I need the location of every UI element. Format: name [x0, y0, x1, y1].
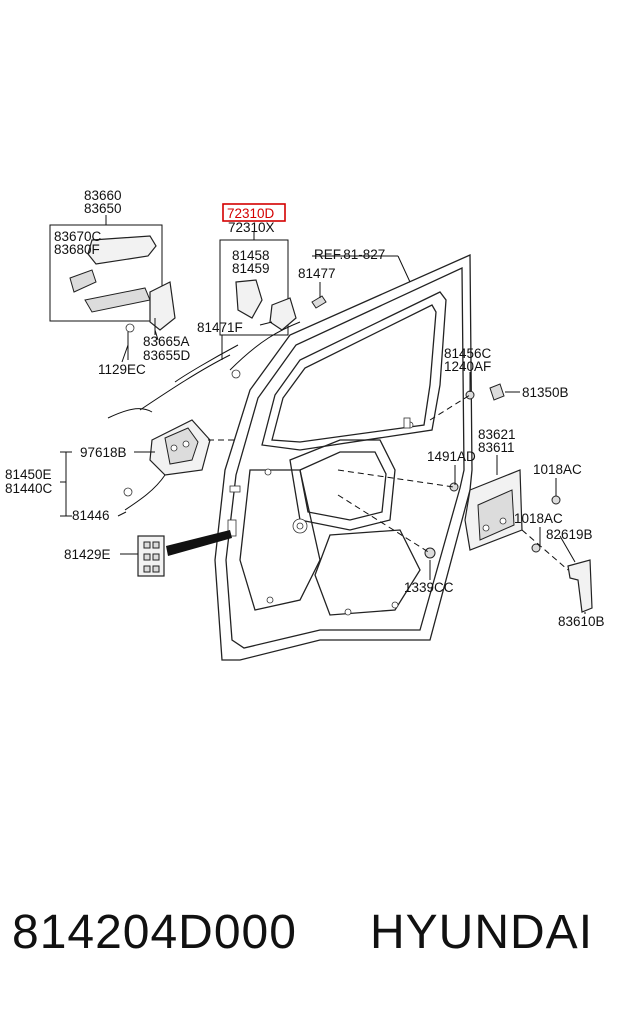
part-labels: 83660 83650 83670C 83680F 83665A 83655D … — [5, 188, 605, 629]
label-72310X: 72310X — [228, 220, 275, 235]
label-81440C: 81440C — [5, 481, 53, 496]
door-latch-assembly — [107, 408, 236, 511]
label-82619B: 82619B — [546, 527, 593, 542]
label-ref-81-827: REF.81-827 — [314, 247, 385, 262]
label-1018AC-upper: 1018AC — [533, 462, 582, 477]
label-81459: 81459 — [232, 261, 270, 276]
part-number: 814204D000 — [12, 906, 297, 959]
highlight-box — [222, 203, 286, 222]
label-83611: 83611 — [478, 440, 515, 455]
label-81446: 81446 — [72, 508, 110, 523]
label-1129EC: 1129EC — [98, 362, 146, 377]
label-83665A: 83665A — [143, 334, 190, 349]
label-83621: 83621 — [478, 427, 516, 442]
door-panel — [214, 254, 473, 661]
label-83680F: 83680F — [54, 242, 100, 257]
actuator-assembly — [139, 232, 327, 411]
label-83670C: 83670C — [54, 229, 102, 244]
label-83650: 83650 — [84, 201, 122, 216]
leader-lines — [60, 255, 586, 614]
label-83610B: 83610B — [558, 614, 605, 629]
label-1339CC: 1339CC — [404, 580, 454, 595]
label-plate — [137, 530, 232, 577]
parts-diagram: 83660 83650 83670C 83680F 83665A 83655D … — [5, 188, 605, 661]
label-83660: 83660 — [84, 188, 122, 203]
label-81450E: 81450E — [5, 467, 52, 482]
label-81429E: 81429E — [64, 547, 111, 562]
label-81477: 81477 — [298, 266, 336, 281]
label-72310D: 72310D — [227, 206, 275, 221]
label-1240AF: 1240AF — [444, 359, 491, 374]
brand-name: HYUNDAI — [370, 906, 594, 959]
inside-handle-assembly — [337, 383, 593, 613]
label-81458: 81458 — [232, 248, 270, 263]
label-1491AD: 1491AD — [427, 449, 476, 464]
outside-handle-assembly — [49, 215, 176, 360]
label-81456C: 81456C — [444, 346, 492, 361]
label-97618B: 97618B — [80, 445, 127, 460]
label-81471F: 81471F — [197, 320, 243, 335]
label-81350B: 81350B — [522, 385, 569, 400]
footer: 814204D000 HYUNDAI — [0, 905, 620, 975]
label-83655D: 83655D — [143, 348, 191, 363]
label-1018AC-lower: 1018AC — [514, 511, 563, 526]
